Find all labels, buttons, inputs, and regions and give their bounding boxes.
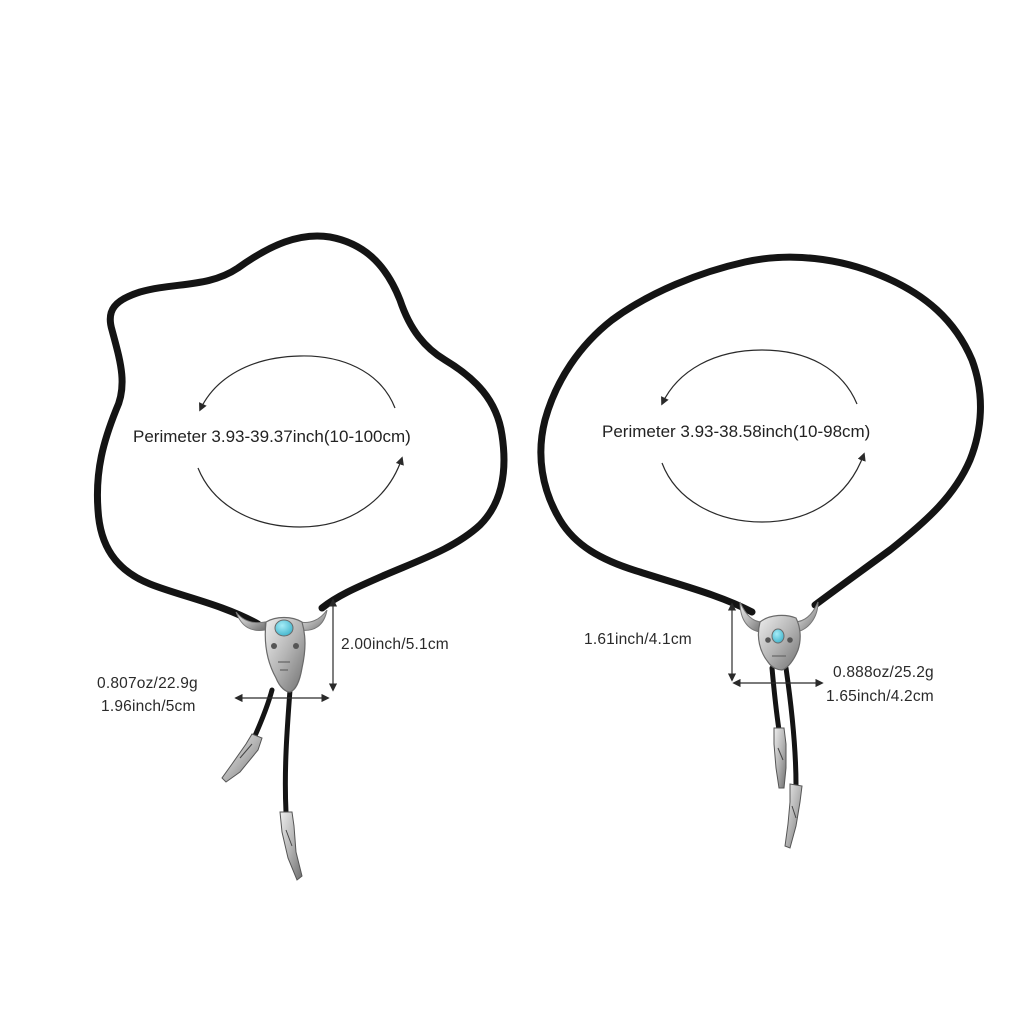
- left-cord-tail-2: [282, 687, 293, 815]
- left-cord-loop: [93, 232, 508, 628]
- left-cord-tail-1: [251, 687, 275, 741]
- left-perimeter-arrow-top: [199, 355, 396, 412]
- right-perimeter-arrow-bottom: [661, 452, 866, 523]
- right-width-label: 1.65inch/4.2cm: [826, 688, 934, 705]
- right-perimeter-arrow-top: [661, 349, 858, 406]
- left-bolo-tip-1: [221, 733, 263, 783]
- right-bull-skull-pendant: [739, 601, 819, 671]
- left-weight-label: 0.807oz/22.9g: [97, 675, 198, 692]
- left-perimeter-label: Perimeter 3.93-39.37inch(10-100cm): [133, 427, 411, 446]
- right-cord-tail-2: [783, 665, 799, 788]
- left-height-label: 2.00inch/5.1cm: [341, 636, 449, 653]
- left-necklace: [93, 232, 508, 881]
- right-cord-tail-1: [769, 665, 782, 733]
- right-cord-loop: [537, 253, 984, 616]
- right-perimeter-label: Perimeter 3.93-38.58inch(10-98cm): [602, 422, 871, 441]
- left-bull-skull-pendant: [235, 609, 328, 693]
- right-bolo-tip-1: [773, 727, 787, 789]
- left-bolo-tip-2: [279, 811, 303, 881]
- left-width-label: 1.96inch/5cm: [101, 698, 196, 715]
- right-necklace: [537, 253, 984, 849]
- left-perimeter-arrow-bottom: [197, 456, 404, 528]
- right-bolo-tip-2: [784, 783, 803, 849]
- right-height-label: 1.61inch/4.1cm: [584, 631, 692, 648]
- right-weight-label: 0.888oz/25.2g: [833, 664, 934, 681]
